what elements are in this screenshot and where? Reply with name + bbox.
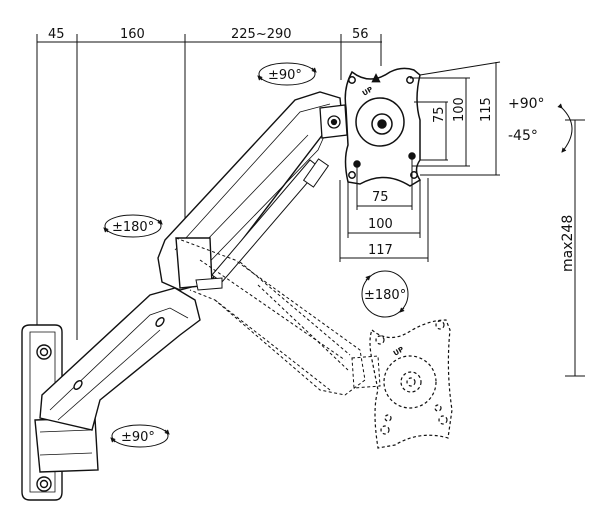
dim-vesa-v-100: 100 (452, 97, 467, 122)
ghost-up-mark: UP (392, 345, 405, 357)
vesa-dimension-lines (339, 61, 501, 262)
second-arm-raised (157, 91, 343, 291)
second-arm-lowered-ghost (175, 237, 381, 396)
dim-vesa-h-100: 100 (368, 217, 393, 232)
first-arm (39, 287, 201, 431)
tilt-up-label: +90° (508, 96, 545, 112)
plate-rotation-indicator (361, 270, 409, 318)
tilt-indicator (557, 103, 573, 153)
dim-wall-offset: 45 (48, 27, 65, 42)
plate-rotation-label: ±180° (364, 288, 406, 303)
base-swivel-indicator (110, 424, 170, 448)
vesa-plate (344, 67, 422, 187)
dim-vesa-h-75: 75 (372, 190, 389, 205)
top-swivel-label: ±90° (268, 68, 302, 83)
top-dimension-lines (36, 34, 382, 340)
top-swivel-indicator (257, 62, 317, 86)
dim-vesa-v-75: 75 (432, 106, 447, 123)
dim-vesa-v-115: 115 (479, 97, 494, 122)
height-travel-line (565, 119, 585, 377)
mid-joint-indicator (103, 214, 163, 238)
base-swivel-label: ±90° (121, 430, 155, 445)
dim-second-arm: 225~290 (231, 27, 292, 42)
vesa-plate-ghost (369, 319, 453, 449)
tilt-head (319, 104, 348, 139)
dim-first-arm: 160 (120, 27, 145, 42)
tilt-down-label: -45° (508, 128, 538, 144)
dim-height-travel: max248 (560, 215, 576, 272)
dim-head-depth: 56 (352, 27, 369, 42)
mid-joint-label: ±180° (112, 220, 154, 235)
dim-vesa-h-117: 117 (368, 243, 393, 258)
